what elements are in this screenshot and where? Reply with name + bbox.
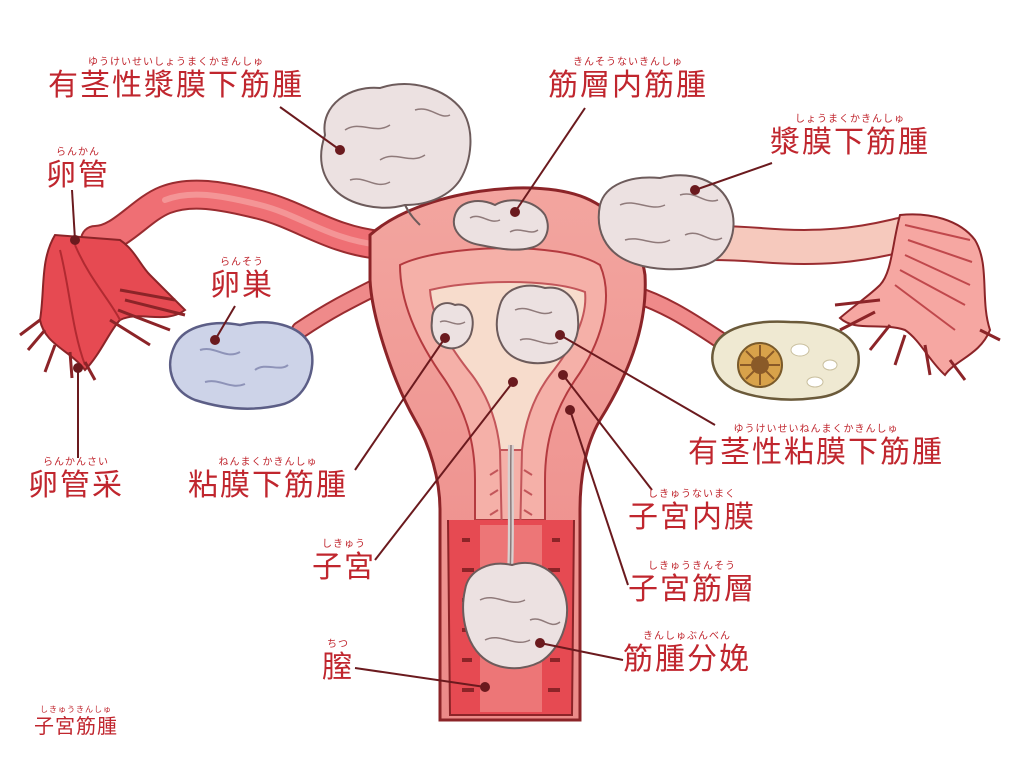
label-intramural-fibroid: きんそうないきんしゅ 筋層内筋腫 — [548, 57, 708, 103]
left-ovary — [168, 321, 314, 410]
label-pedunculated-submucosal-fibroid: ゆうけいせいねんまくかきんしゅ 有茎性粘膜下筋腫 — [688, 424, 944, 470]
fibroid-subserosal — [597, 174, 735, 271]
label-submucosal-fibroid: ねんまくかきんしゅ 粘膜下筋腫 — [188, 457, 348, 503]
leader-lines — [70, 106, 773, 692]
right-fimbria — [834, 213, 1001, 381]
fibroid-pedunculated-subserosal — [320, 83, 472, 209]
label-ovary: らんそう 卵巣 — [210, 257, 274, 303]
fibroid-delivery — [462, 562, 569, 670]
page-title: しきゅうきんしゅ 子宮筋腫 — [34, 705, 118, 738]
label-vagina: ちつ 膣 — [322, 639, 354, 685]
label-fibroid-delivery: きんしゅぶんべん 筋腫分娩 — [623, 631, 751, 677]
fibroid-intramural — [452, 199, 549, 251]
label-subserosal-fibroid: しょうまくかきんしゅ 漿膜下筋腫 — [770, 114, 930, 160]
label-pedunculated-subserosal-fibroid: ゆうけいせいしょうまくかきんしゅ 有茎性漿膜下筋腫 — [48, 57, 304, 103]
label-fimbria: らんかんさい 卵管采 — [28, 457, 124, 503]
fibroid-submucosal — [430, 302, 474, 350]
label-uterus: しきゅう 子宮 — [312, 539, 376, 585]
label-myometrium: しきゅうきんそう 子宮筋層 — [628, 561, 756, 607]
left-fimbria — [19, 233, 187, 381]
left-fallopian-tube — [80, 179, 395, 260]
label-fallopian-tube: らんかん 卵管 — [46, 147, 110, 193]
fibroid-pedunculated-submucosal — [495, 284, 580, 365]
label-endometrium: しきゅうないまく 子宮内膜 — [628, 489, 756, 535]
right-ovary — [711, 320, 860, 401]
